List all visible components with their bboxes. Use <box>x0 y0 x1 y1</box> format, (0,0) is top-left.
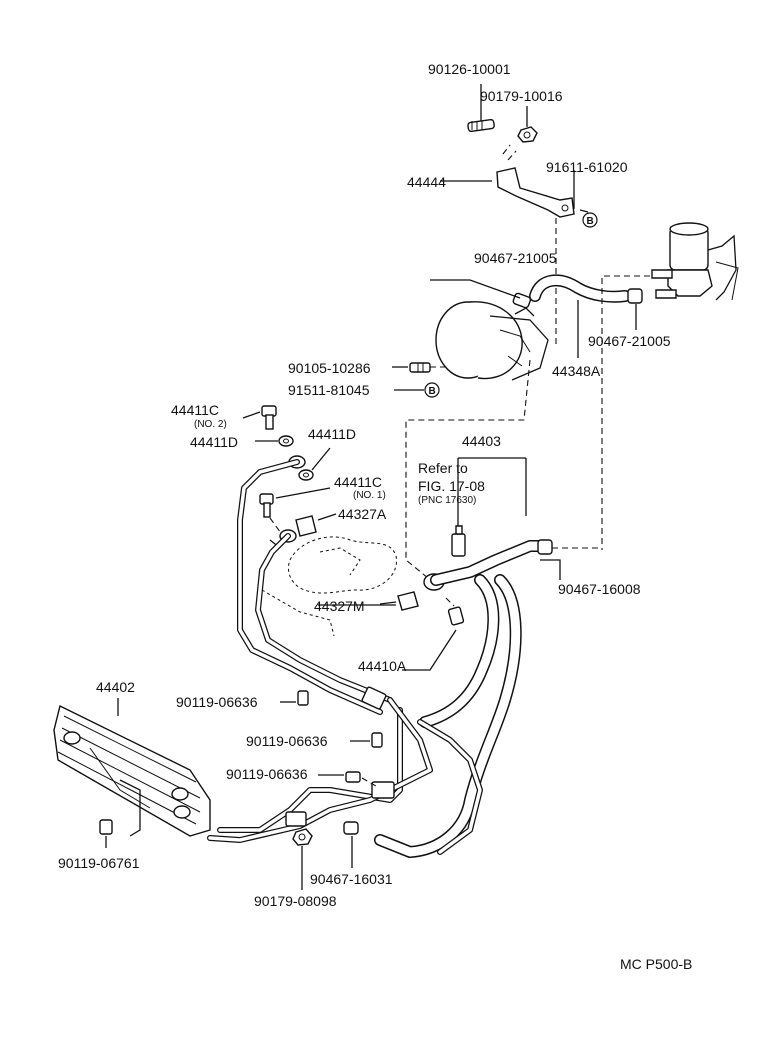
power-steering-pump <box>435 301 549 381</box>
label-44444: 44444 <box>407 174 446 190</box>
label-90467-21005-b: 90467-21005 <box>588 333 671 349</box>
hose-clamp-16031 <box>343 821 359 835</box>
label-90119-06636-c: 90119-06636 <box>226 766 308 782</box>
pump-bolt <box>409 362 431 373</box>
label-refer-to: Refer to <box>418 460 468 476</box>
hex-nut-top <box>517 126 538 143</box>
bolt-06761 <box>99 819 113 835</box>
pressure-switch <box>451 525 466 557</box>
label-90179-08098: 90179-08098 <box>254 893 337 909</box>
oil-cooler <box>53 704 211 837</box>
reservoir-hose <box>529 274 631 303</box>
stud-bolt <box>467 118 495 133</box>
label-44327A: 44327A <box>338 506 387 522</box>
steering-gear-outline <box>261 536 397 637</box>
label-44411C-no2: 44411C <box>171 402 219 418</box>
label-44348A: 44348A <box>552 363 601 379</box>
label-91511-81045: 91511-81045 <box>288 382 370 398</box>
banjo-bolt <box>447 606 465 626</box>
hose-clamp-16008 <box>537 539 553 555</box>
bolt-06636-c <box>345 771 361 783</box>
svg-text:B: B <box>429 386 436 397</box>
label-44411D-a: 44411D <box>190 434 238 450</box>
bolt-06636-a <box>297 690 309 706</box>
label-no1: (NO. 1) <box>353 490 386 501</box>
label-44403: 44403 <box>462 433 501 449</box>
union-bolt-no1 <box>259 493 274 518</box>
union-bolt-no2 <box>261 405 277 430</box>
clamp-44327A <box>295 515 317 537</box>
marker-b-top: B <box>582 212 598 228</box>
label-90119-06636-a: 90119-06636 <box>176 694 258 710</box>
label-90179-10016: 90179-10016 <box>480 88 563 104</box>
label-44327M: 44327M <box>314 598 365 614</box>
gasket-washer-2 <box>298 469 314 481</box>
pipe-clamp-2 <box>371 781 395 799</box>
label-90119-06636-b: 90119-06636 <box>246 733 328 749</box>
label-44410A: 44410A <box>358 658 407 674</box>
clamp-44327M <box>397 591 419 611</box>
marker-b-mid: B <box>424 382 440 398</box>
label-44402: 44402 <box>96 679 135 695</box>
label-90467-16031: 90467-16031 <box>310 871 393 887</box>
pipe-clamp-1 <box>361 686 387 710</box>
label-90105-10286: 90105-10286 <box>288 360 371 376</box>
hose-clamp-pump <box>512 292 532 309</box>
label-90119-06761: 90119-06761 <box>58 855 140 871</box>
label-90126-10001: 90126-10001 <box>428 61 511 77</box>
footer-code: MC P500-B <box>620 956 692 972</box>
hose-clamp-reservoir <box>627 288 643 304</box>
label-44411C-no1: 44411C <box>334 474 382 490</box>
label-90467-21005-a: 90467-21005 <box>474 250 557 266</box>
mounting-bracket <box>496 167 575 218</box>
label-90467-16008: 90467-16008 <box>558 581 641 597</box>
label-pnc: (PNC 17630) <box>418 495 476 506</box>
label-no2: (NO. 2) <box>194 419 227 430</box>
label-91611-61020: 91611-61020 <box>546 159 628 175</box>
nut-08098 <box>292 828 313 846</box>
gasket-washer-1 <box>278 435 294 447</box>
fluid-reservoir <box>651 222 739 301</box>
label-fig: FIG. 17-08 <box>418 478 485 494</box>
label-44411D-b: 44411D <box>308 426 356 442</box>
svg-text:B: B <box>587 216 594 227</box>
bolt-06636-b <box>371 732 383 748</box>
pipe-clamp-3 <box>285 811 307 827</box>
